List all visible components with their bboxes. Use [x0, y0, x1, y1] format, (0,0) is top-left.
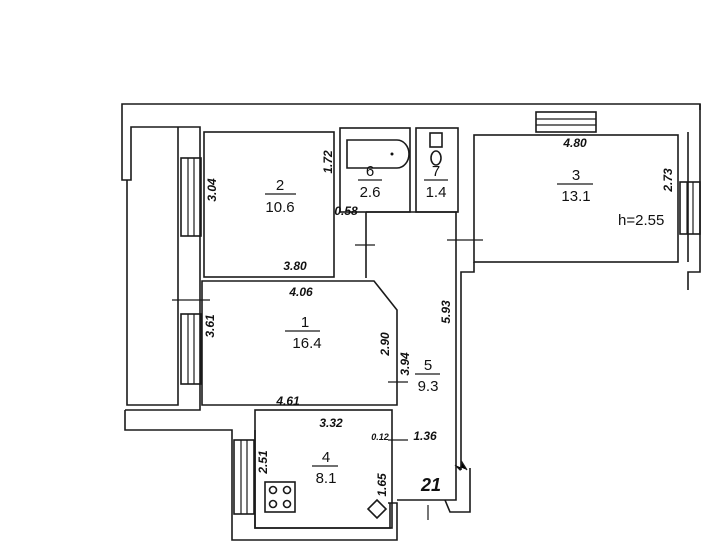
room-label-1: 116.4 — [285, 314, 322, 352]
svg-text:0.58: 0.58 — [334, 204, 358, 218]
windows — [180, 111, 701, 515]
room-2-outline — [203, 131, 335, 278]
svg-text:3.61: 3.61 — [203, 314, 217, 338]
room-5-outline — [366, 211, 457, 501]
svg-text:3.80: 3.80 — [283, 259, 307, 273]
svg-text:2.51: 2.51 — [256, 450, 270, 475]
room-label-6: 62.6 — [358, 163, 382, 201]
svg-text:6: 6 — [366, 163, 374, 180]
svg-text:16.4: 16.4 — [292, 335, 321, 352]
room-label-2: 210.6 — [265, 177, 296, 216]
dimensions: 3.04 1.72 0.58 3.80 4.06 3.61 4.61 2.90 … — [203, 136, 675, 497]
stove-icon — [264, 481, 296, 513]
room-3-outline — [473, 134, 679, 263]
svg-text:4: 4 — [322, 449, 330, 466]
bathtub-icon — [346, 139, 410, 169]
svg-text:3.94: 3.94 — [398, 352, 412, 376]
toilet-icon — [429, 132, 443, 166]
svg-text:0.12: 0.12 — [371, 432, 389, 442]
svg-text:1.4: 1.4 — [426, 184, 447, 201]
svg-text:2: 2 — [276, 177, 284, 194]
svg-text:3: 3 — [572, 167, 580, 184]
svg-text:4.80: 4.80 — [562, 136, 587, 150]
room-label-7: 71.4 — [424, 163, 448, 201]
svg-text:3.04: 3.04 — [205, 178, 219, 202]
svg-text:2.73: 2.73 — [661, 168, 675, 193]
svg-text:9.3: 9.3 — [418, 378, 439, 395]
svg-text:10.6: 10.6 — [265, 199, 294, 216]
room-label-5: 59.3 — [415, 357, 440, 395]
svg-text:4.06: 4.06 — [288, 285, 313, 299]
svg-text:5: 5 — [424, 357, 432, 374]
svg-text:7: 7 — [432, 163, 440, 180]
svg-text:4.61: 4.61 — [275, 394, 300, 408]
svg-text:3.32: 3.32 — [319, 416, 343, 430]
apartment-number: 21 — [420, 475, 441, 495]
room-4-outline — [254, 409, 393, 529]
svg-text:1: 1 — [301, 314, 309, 331]
svg-text:13.1: 13.1 — [561, 188, 590, 205]
svg-text:1.72: 1.72 — [321, 150, 335, 174]
svg-text:2.6: 2.6 — [360, 184, 381, 201]
ceiling-height: h=2.55 — [618, 212, 664, 229]
door-marks — [172, 239, 483, 520]
svg-text:2.90: 2.90 — [378, 332, 392, 357]
room-1-outline — [201, 280, 398, 406]
svg-text:1.65: 1.65 — [375, 473, 389, 497]
svg-text:1.36: 1.36 — [413, 429, 437, 443]
svg-text:5.93: 5.93 — [439, 300, 453, 324]
room-label-3: 313.1 — [557, 167, 593, 205]
room-label-4: 48.1 — [312, 449, 338, 487]
boiler-icon — [366, 498, 388, 520]
svg-text:8.1: 8.1 — [316, 470, 337, 487]
